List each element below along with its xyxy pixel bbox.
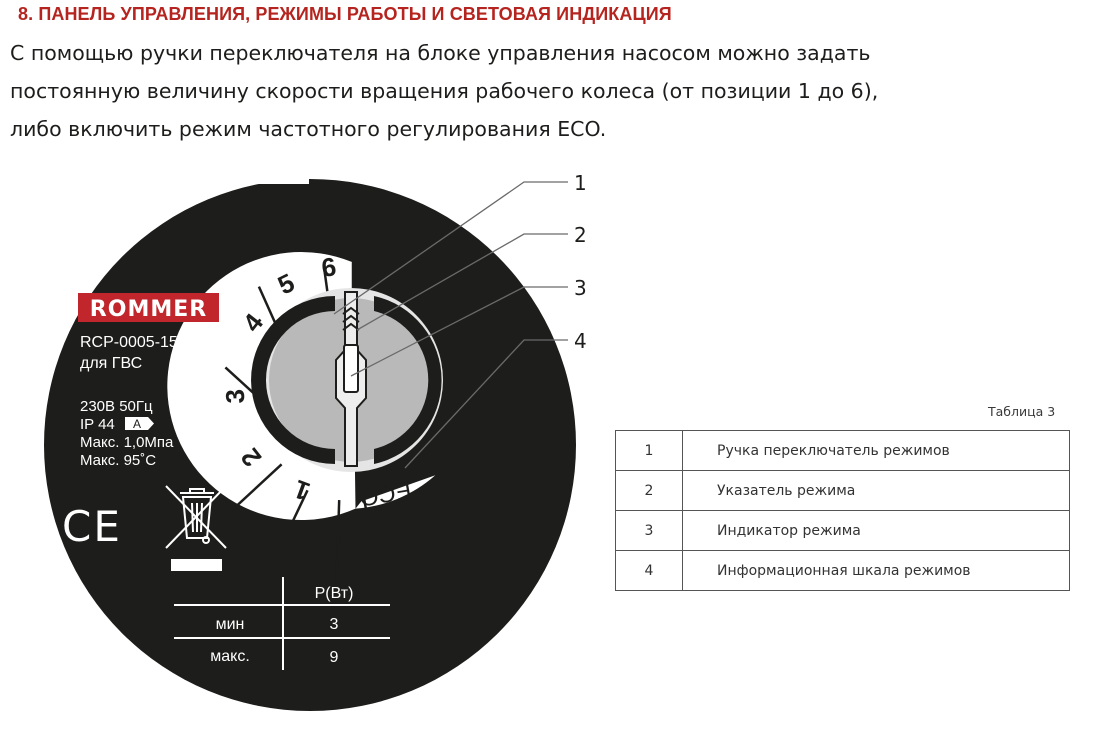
energy-class-label: A bbox=[133, 417, 141, 431]
row-description: Информационная шкала режимов bbox=[682, 550, 1070, 591]
row-number: 3 bbox=[615, 510, 683, 551]
spec-ip-rating: IP 44 bbox=[80, 416, 115, 433]
power-row-min-label: мин bbox=[216, 616, 245, 633]
row-description: Указатель режима bbox=[682, 470, 1070, 511]
mode-indicator-light bbox=[343, 344, 359, 393]
table-row: 2 Указатель режима bbox=[615, 470, 1070, 511]
weee-bar bbox=[171, 559, 222, 571]
table-row: 4 Информационная шкала режимов bbox=[615, 550, 1070, 591]
eco-scale-segment bbox=[355, 475, 436, 509]
row-number: 2 bbox=[615, 470, 683, 511]
scale-digit-3: 3 bbox=[220, 389, 250, 405]
legend-table: 1 Ручка переключатель режимов 2 Указател… bbox=[615, 430, 1070, 591]
spec-voltage: 230В 50Гц bbox=[80, 398, 153, 415]
ce-mark: CE bbox=[62, 502, 122, 551]
mode-switch-knob[interactable] bbox=[251, 288, 443, 472]
row-description: Индикатор режима bbox=[682, 510, 1070, 551]
row-number: 4 bbox=[615, 550, 683, 591]
power-table-header: P(Вт) bbox=[315, 585, 354, 602]
row-number: 1 bbox=[615, 430, 683, 471]
power-table: P(Вт) мин 3 макс. 9 bbox=[174, 577, 390, 670]
intro-line-2: постоянную величину скорости вращения ра… bbox=[10, 79, 879, 103]
intro-line-3: либо включить режим частотного регулиров… bbox=[10, 117, 607, 141]
model-number: RCP-0005-151780 bbox=[80, 334, 214, 351]
table-row: 3 Индикатор режима bbox=[615, 510, 1070, 551]
callout-1: 1 bbox=[574, 171, 587, 195]
brand-logo: ROMMER bbox=[90, 297, 207, 322]
intro-paragraph: С помощью ручки переключателя на блоке у… bbox=[10, 34, 1100, 148]
table-row: 1 Ручка переключатель режимов bbox=[615, 430, 1070, 471]
mode-pointer-chevrons-icon bbox=[342, 306, 360, 331]
callout-3: 3 bbox=[574, 276, 587, 300]
callout-lines bbox=[333, 181, 568, 469]
energy-class-badge bbox=[125, 417, 154, 430]
knob-left-groove bbox=[251, 296, 335, 464]
power-row-max-value: 9 bbox=[330, 649, 339, 666]
device-label: RCP-0005-151780 для ГВС 230В 50Гц IP 44 … bbox=[80, 334, 214, 469]
callout-2: 2 bbox=[574, 223, 587, 247]
row-description: Ручка переключатель режимов bbox=[682, 430, 1070, 471]
section-heading: 8. ПАНЕЛЬ УПРАВЛЕНИЯ, РЕЖИМЫ РАБОТЫ И СВ… bbox=[18, 4, 672, 24]
model-purpose: для ГВС bbox=[80, 355, 142, 372]
scale-digit-6: 6 bbox=[319, 251, 338, 283]
callout-4: 4 bbox=[574, 329, 587, 353]
weee-disposal-icon bbox=[165, 485, 227, 549]
callout-numbers: 1 2 3 4 bbox=[574, 171, 587, 353]
power-row-max-label: макс. bbox=[210, 648, 250, 665]
spec-pressure: Макс. 1,0Мпа bbox=[80, 434, 174, 451]
spec-temperature: Макс. 95˚C bbox=[80, 452, 156, 469]
power-row-min-value: 3 bbox=[330, 616, 339, 633]
housing-notch bbox=[255, 168, 309, 184]
intro-line-1: С помощью ручки переключателя на блоке у… bbox=[10, 41, 871, 65]
brand-logo-badge bbox=[78, 293, 219, 322]
table-caption: Таблица 3 bbox=[988, 404, 1056, 419]
